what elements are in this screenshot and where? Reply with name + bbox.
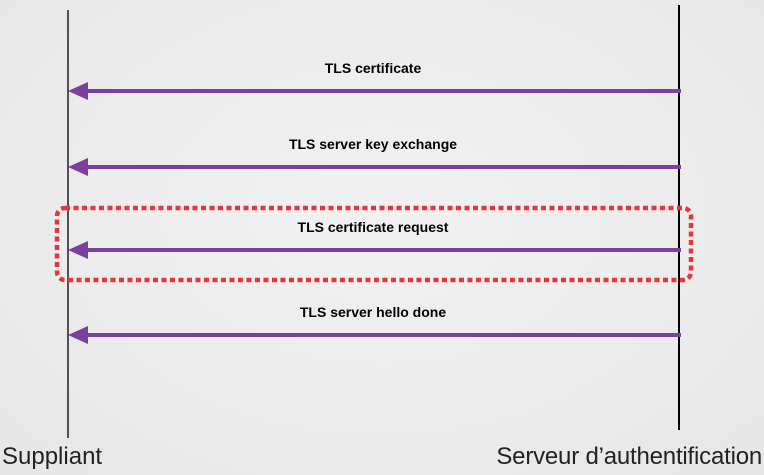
message-label: TLS server key exchange (289, 136, 457, 152)
message-arrowhead (68, 82, 88, 100)
actor-suppliant-label: Suppliant (2, 443, 103, 470)
message-arrowhead (68, 241, 88, 259)
message-label: TLS server hello done (300, 304, 446, 320)
message-label: TLS certificate request (298, 219, 449, 235)
message-label: TLS certificate (325, 60, 422, 76)
highlight-box (54, 205, 694, 283)
message-arrowhead (68, 158, 88, 176)
message-arrowhead (68, 326, 88, 344)
actor-authentication-server-label: Serveur d’authentification (496, 443, 762, 470)
